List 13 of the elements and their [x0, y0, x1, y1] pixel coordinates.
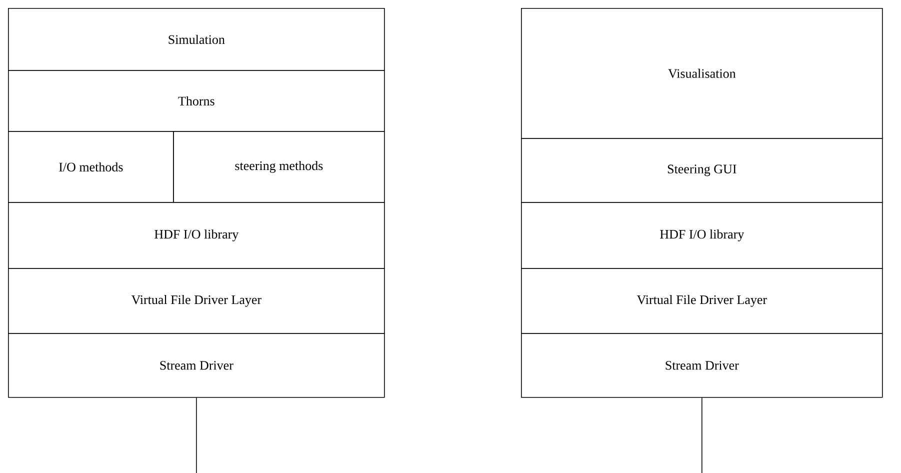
layer-box: steering methods — [173, 131, 385, 203]
layer-box: Virtual File Driver Layer — [8, 268, 385, 334]
layer-box: Virtual File Driver Layer — [521, 268, 883, 334]
layer-box: I/O methods — [8, 131, 174, 203]
layer-box: Thorns — [8, 70, 385, 132]
layer-box: Simulation — [8, 8, 385, 71]
layer-box: Stream Driver — [8, 333, 385, 398]
layer-box: HDF I/O library — [521, 202, 883, 269]
layer-box: Visualisation — [521, 8, 883, 139]
layer-box: Steering GUI — [521, 138, 883, 203]
layer-box: HDF I/O library — [8, 202, 385, 269]
connector-line — [196, 397, 197, 473]
layer-box: Stream Driver — [521, 333, 883, 398]
